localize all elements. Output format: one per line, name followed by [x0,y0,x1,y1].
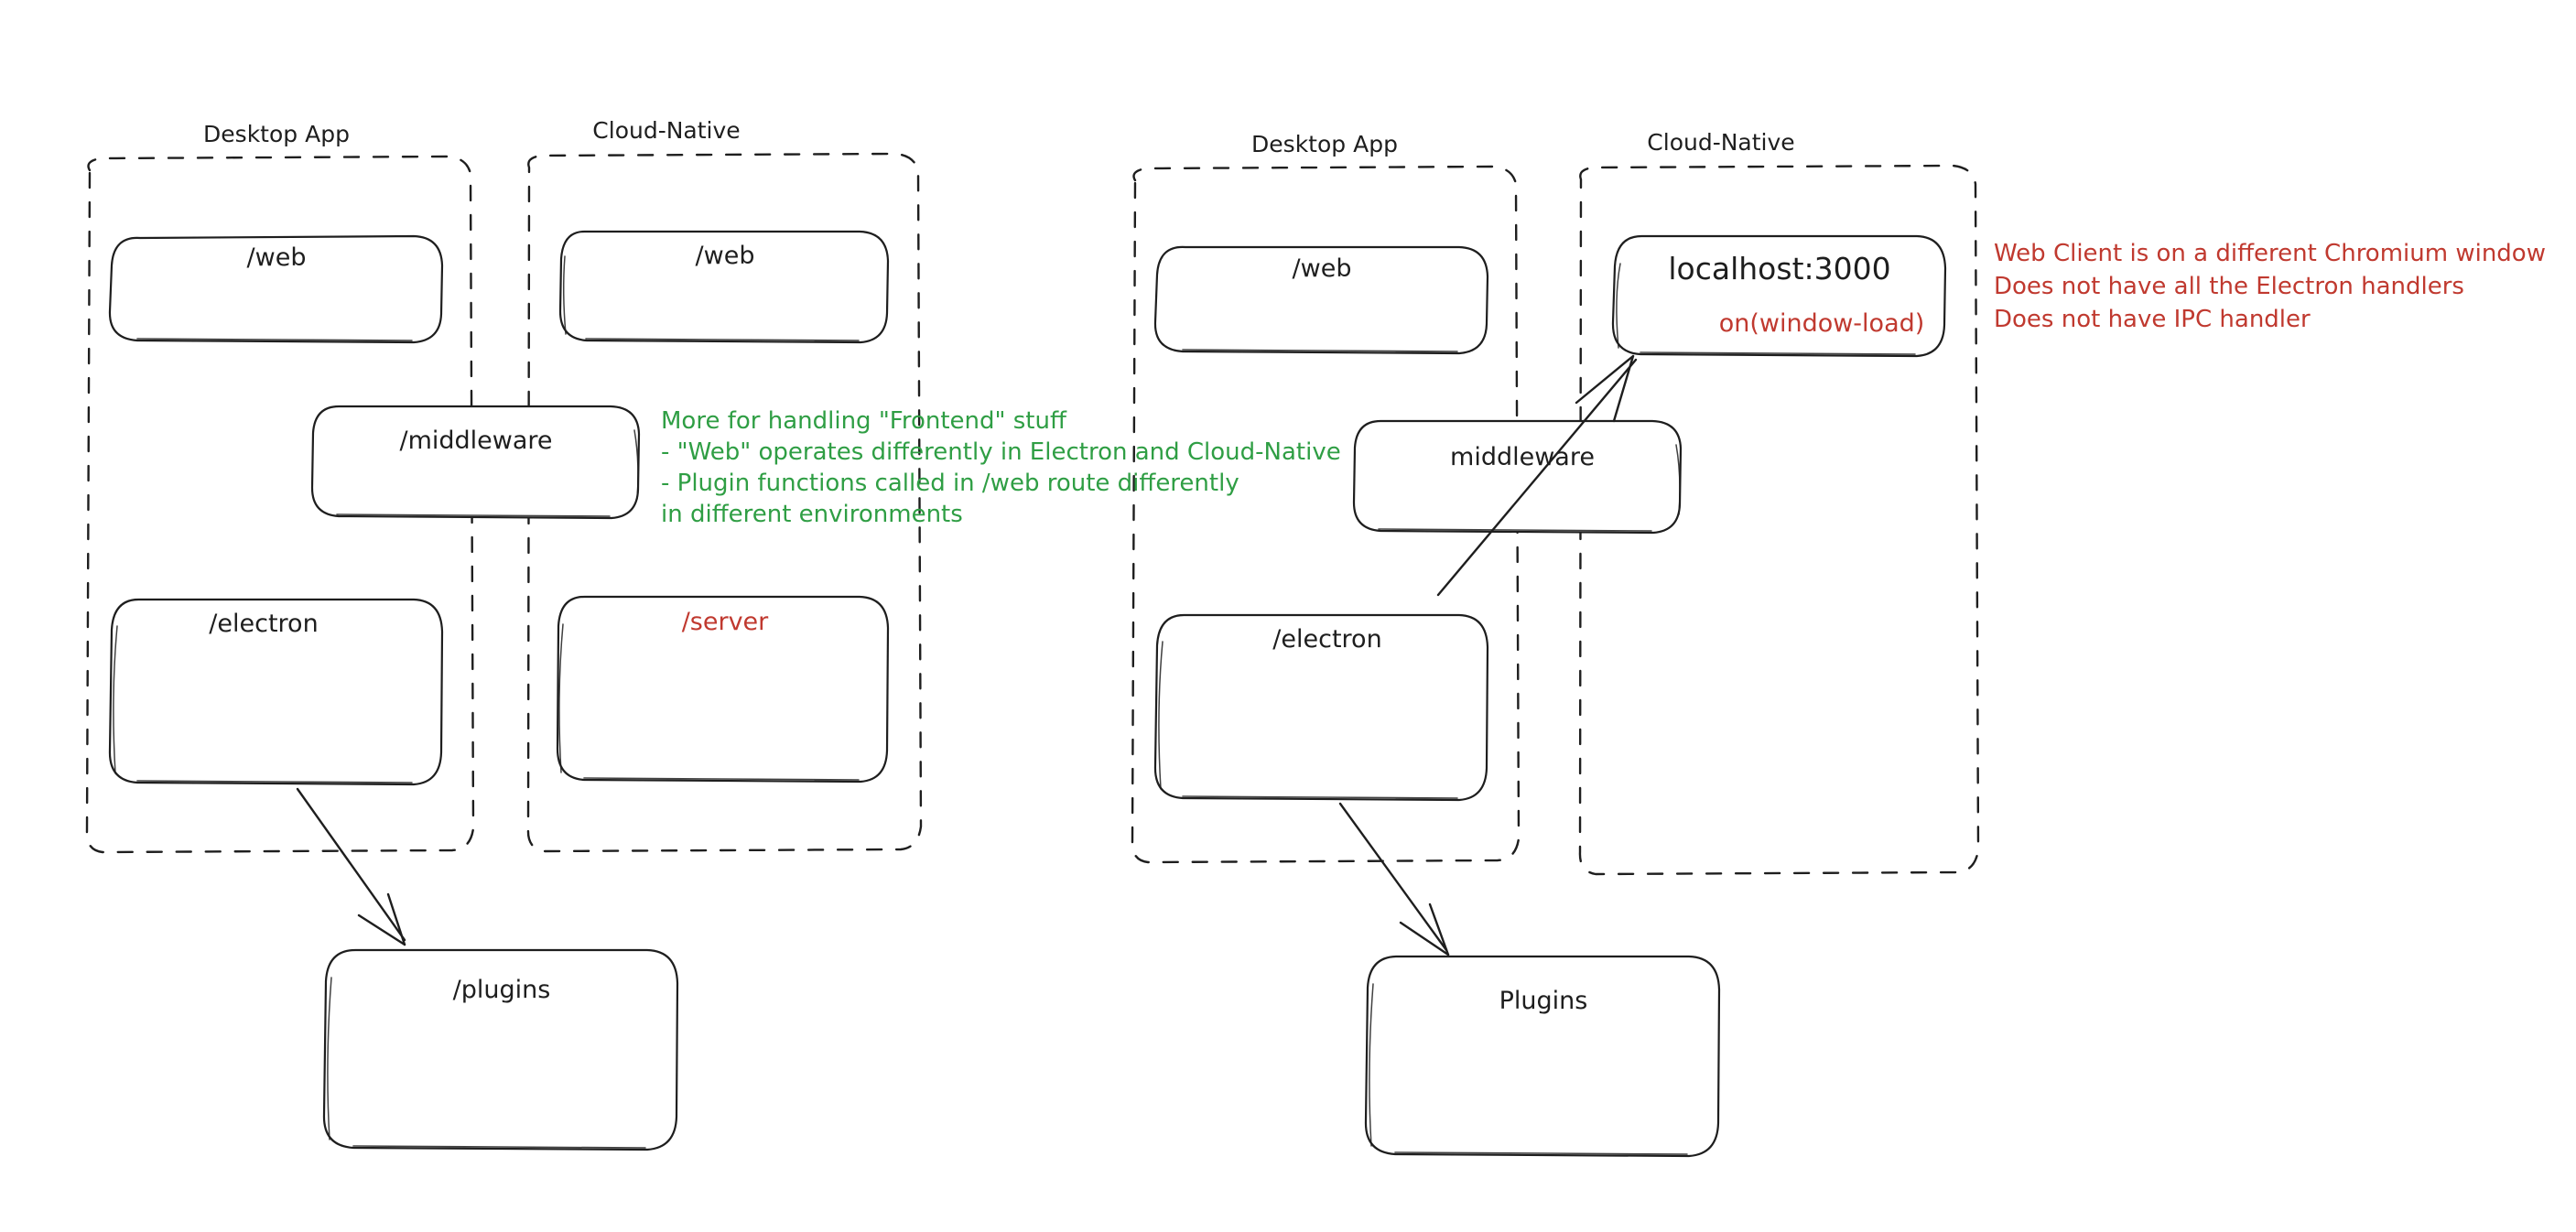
group-left-desktop-label: Desktop App [203,121,350,147]
annotation-green-line-4: in different environments [661,501,963,528]
group-right-desktop-label: Desktop App [1251,131,1398,157]
node-right-localhost-sublabel: on(window-load) [1719,309,1925,338]
node-left-electron-label: /electron [209,610,318,638]
node-right-plugins[interactable]: Plugins [1364,955,1721,1158]
node-left-desktop-web[interactable]: /web [108,234,444,344]
annotation-red-note: Web Client is on a different Chromium wi… [1994,240,2546,333]
edge-right-electron-to-plugins [1338,802,1450,956]
annotation-green-line-3: - Plugin functions called in /web route … [661,470,1239,497]
node-right-electron[interactable]: /electron [1153,613,1489,802]
group-left-desktop-app: Desktop App [85,121,475,854]
node-left-middleware-label: /middleware [399,427,552,455]
annotation-green-line-1: More for handling "Frontend" stuff [661,407,1067,435]
annotation-green-line-2: - "Web" operates differently in Electron… [661,438,1341,466]
node-left-cloud-web[interactable]: /web [558,230,890,344]
node-left-cloud-web-label: /web [696,242,755,270]
node-left-electron[interactable]: /electron [108,598,444,786]
node-left-plugins[interactable]: /plugins [322,948,679,1151]
node-right-plugins-label: Plugins [1499,987,1588,1015]
node-left-server-label: /server [682,608,769,636]
node-left-desktop-web-label: /web [247,243,307,272]
annotation-red-line-1: Web Client is on a different Chromium wi… [1994,240,2546,267]
group-left-cloud-native: Cloud-Native [526,117,923,853]
group-right-cloud-label: Cloud-Native [1647,129,1794,156]
node-left-middleware[interactable]: /middleware [310,405,641,520]
node-right-desktop-web[interactable]: /web [1153,245,1489,355]
node-left-plugins-label: /plugins [453,976,551,1004]
annotation-red-line-3: Does not have IPC handler [1994,306,2311,333]
node-right-middleware-label: middleware [1450,443,1595,471]
node-right-desktop-web-label: /web [1293,254,1352,283]
group-right-cloud-native: Cloud-Native [1578,129,1980,876]
node-right-middleware[interactable]: middleware [1352,419,1683,535]
node-right-localhost-label: localhost:3000 [1668,251,1890,286]
node-left-server[interactable]: /server [556,595,890,784]
node-right-localhost[interactable]: localhost:3000 on(window-load) [1611,234,1947,358]
group-right-desktop-app: Desktop App [1131,131,1521,864]
edge-left-electron-to-plugins [296,787,406,946]
node-right-electron-label: /electron [1272,625,1381,654]
annotation-green-note: More for handling "Frontend" stuff - "We… [661,407,1341,528]
edge-right-electron-to-localhost [1436,354,1638,597]
annotation-red-line-2: Does not have all the Electron handlers [1994,273,2464,300]
group-left-cloud-label: Cloud-Native [592,117,740,144]
